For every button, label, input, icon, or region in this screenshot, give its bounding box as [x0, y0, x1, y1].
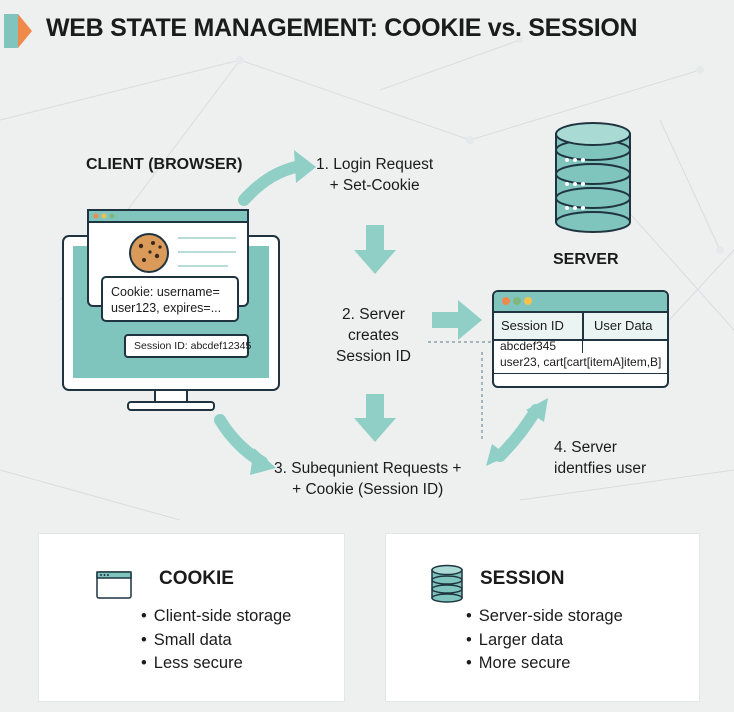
- step-2-line: 2. Server: [342, 306, 405, 323]
- session-points: Server-side storage Larger data More sec…: [466, 605, 623, 676]
- header-session-id: Session ID: [501, 318, 564, 333]
- step-2-label: 2. Server creates Session ID: [336, 304, 411, 367]
- header-user-data: User Data: [594, 318, 653, 333]
- step-4-line: 4. Server: [554, 439, 617, 456]
- window-dot-icon: [502, 297, 510, 305]
- cookie-icon: [129, 233, 169, 273]
- window-dot-icon: [524, 297, 532, 305]
- table-cell: user23, cart[cart[itemA]item,B]: [500, 355, 662, 369]
- step-4-line: identfies user: [554, 460, 647, 477]
- list-item: Client-side storage: [141, 605, 292, 629]
- table-cell: abcdef345: [500, 339, 557, 353]
- cookie-panel: COOKIE Client-side storage Small data Le…: [38, 533, 345, 702]
- column-divider: [582, 340, 583, 353]
- arrow-identify-head-up: [526, 398, 548, 422]
- step-3-line: 3. Subequnient Requests +: [274, 460, 462, 477]
- step-1-line: + Set-Cookie: [329, 177, 420, 194]
- session-panel: SESSION Server-side storage Larger data …: [385, 533, 700, 702]
- column-divider: [582, 313, 584, 339]
- cookie-title: COOKIE: [159, 568, 234, 589]
- cookie-points: Client-side storage Small data Less secu…: [141, 605, 292, 676]
- step-2-line: Session ID: [336, 348, 411, 365]
- dashed-link: [428, 341, 492, 440]
- cookie-data-card: Cookie: username= user123, expires=...: [101, 276, 239, 322]
- session-id-box: Session ID: abcdef12345: [124, 334, 251, 358]
- step-1-line: 1. Login Request: [316, 156, 434, 173]
- server-label: SERVER: [553, 251, 619, 268]
- step-2-line: creates: [348, 327, 399, 344]
- database-icon: [431, 564, 463, 603]
- page-title: WEB STATE MANAGEMENT: COOKIE vs. SESSION: [46, 14, 638, 42]
- arrow-subsequent-request-head: [250, 448, 276, 475]
- database-lights: [565, 158, 585, 210]
- list-item: More secure: [466, 652, 623, 676]
- title-bar: WEB STATE MANAGEMENT: COOKIE vs. SESSION: [0, 4, 734, 48]
- title-accent: [4, 14, 18, 48]
- arrow-to-server: [432, 300, 482, 340]
- database-icon: [555, 122, 631, 233]
- arrow-login-request-head: [294, 150, 316, 183]
- client-label: CLIENT (BROWSER): [86, 156, 243, 173]
- list-item: Server-side storage: [466, 605, 623, 629]
- cookie-data-line-1: Cookie: username=: [111, 285, 220, 299]
- step-4-label: 4. Server identfies user: [554, 437, 646, 479]
- session-table-titlebar: [494, 292, 667, 313]
- arrow-down-1: [354, 225, 396, 274]
- row-divider: [494, 373, 667, 374]
- browser-window-icon: [96, 571, 132, 599]
- step-1-label: 1. Login Request + Set-Cookie: [316, 154, 433, 196]
- cookie-data-line-2: user123, expires=...: [111, 301, 222, 315]
- session-title: SESSION: [480, 568, 565, 589]
- step-3-line: + Cookie (Session ID): [292, 481, 444, 498]
- title-arrow-icon: [18, 14, 32, 48]
- session-table: Session ID User Data abcdef345 user23, c…: [492, 290, 669, 388]
- list-item: Small data: [141, 629, 291, 653]
- session-table-header: Session ID User Data: [494, 313, 667, 341]
- arrow-down-2: [354, 394, 396, 442]
- arrow-login-request: [238, 160, 306, 206]
- arrow-identify-head-down: [486, 444, 508, 466]
- step-3-label: 3. Subequnient Requests + + Cookie (Sess…: [274, 458, 461, 500]
- window-dot-icon: [513, 297, 521, 305]
- list-item: Larger data: [466, 629, 623, 653]
- arrow-identify: [494, 404, 542, 462]
- list-item: Less secure: [141, 652, 291, 676]
